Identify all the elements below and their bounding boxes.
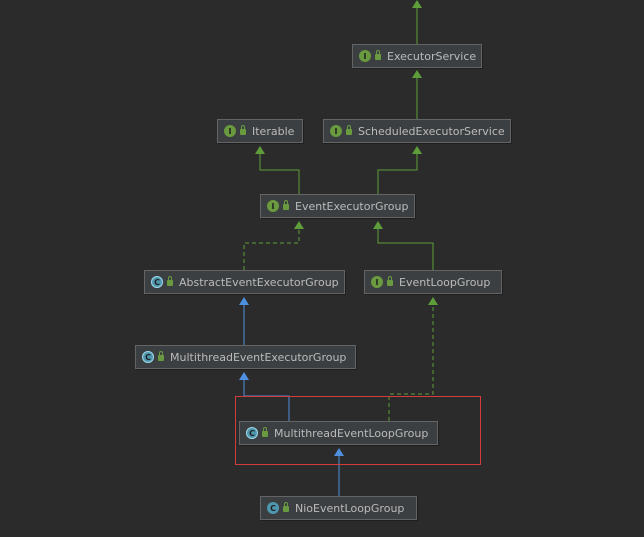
lock-icon: [346, 125, 352, 135]
node-iterable[interactable]: I Iterable: [217, 119, 303, 143]
node-label: ExecutorService: [387, 49, 477, 63]
lock-icon: [158, 351, 164, 361]
link-abstract-to-event-executor-group: [243, 221, 304, 270]
node-label: MultithreadEventLoopGroup: [274, 426, 429, 440]
interface-icon: I: [371, 276, 383, 288]
node-executor-service[interactable]: I ExecutorService: [352, 44, 482, 68]
link-executor-service-to-parent: [412, 0, 422, 44]
node-label: EventExecutorGroup: [295, 199, 409, 213]
interface-icon: I: [330, 125, 342, 137]
link-event-executor-group-to-iterable: [255, 146, 300, 194]
node-nio-event-loop-group[interactable]: C NioEventLoopGroup: [260, 496, 417, 520]
node-label: Iterable: [252, 124, 295, 138]
class-icon: C: [267, 502, 279, 514]
lock-icon: [167, 276, 173, 286]
link-event-executor-group-to-scheduled: [377, 146, 422, 194]
interface-icon: I: [224, 125, 236, 137]
link-multithread-loop-to-event-loop-group: [388, 297, 438, 421]
interface-icon: I: [267, 200, 279, 212]
lock-icon: [283, 502, 289, 512]
lock-icon: [240, 125, 246, 135]
lock-icon: [387, 276, 393, 286]
node-multithread-event-loop-group[interactable]: C MultithreadEventLoopGroup: [239, 421, 438, 445]
link-nio-to-multithread-loop: [334, 448, 344, 496]
node-multithread-event-executor-group[interactable]: C MultithreadEventExecutorGroup: [135, 345, 356, 369]
node-abstract-event-executor-group[interactable]: C AbstractEventExecutorGroup: [144, 270, 345, 294]
lock-icon: [375, 50, 381, 60]
abstract-class-icon: C: [142, 351, 154, 363]
lock-icon: [283, 200, 289, 210]
node-label: NioEventLoopGroup: [295, 501, 405, 515]
node-label: EventLoopGroup: [399, 275, 491, 289]
abstract-class-icon: C: [246, 427, 258, 439]
node-label: AbstractEventExecutorGroup: [179, 275, 339, 289]
node-event-loop-group[interactable]: I EventLoopGroup: [364, 270, 502, 294]
link-scheduled-to-executor-service: [412, 70, 422, 119]
node-scheduled-executor-service[interactable]: I ScheduledExecutorService: [323, 119, 511, 143]
link-event-loop-group-to-event-executor-group: [373, 221, 434, 270]
link-multithread-executor-to-abstract: [239, 297, 249, 345]
lock-icon: [262, 427, 268, 437]
interface-icon: I: [359, 50, 371, 62]
highlight-box: [235, 396, 481, 465]
node-label: MultithreadEventExecutorGroup: [170, 350, 347, 364]
node-event-executor-group[interactable]: I EventExecutorGroup: [260, 194, 415, 218]
abstract-class-icon: C: [151, 276, 163, 288]
node-label: ScheduledExecutorService: [358, 124, 505, 138]
